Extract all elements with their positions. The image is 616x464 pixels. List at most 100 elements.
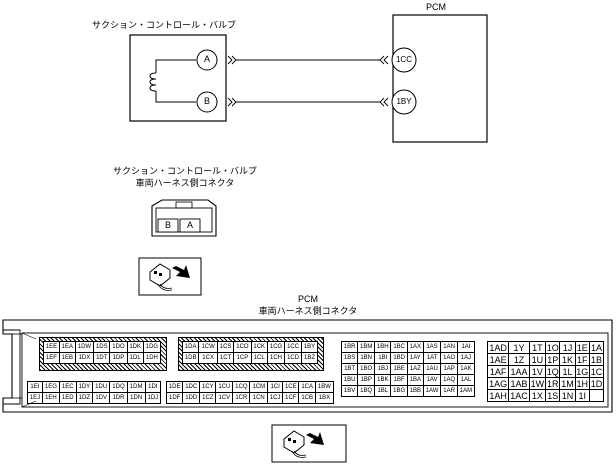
pin-cell: 1CE: [282, 381, 300, 393]
pin-cell: 1CD: [284, 352, 302, 364]
pin-cell: 1DP: [109, 352, 128, 364]
pin-cell: 1EJ: [27, 392, 43, 404]
pin-cell: 1AL: [456, 374, 476, 386]
pin-cell: 1CM: [249, 381, 269, 393]
pin-cell: 1AB: [508, 377, 530, 390]
pin-cell: 1CR: [232, 392, 251, 404]
pin-cell: 1BT: [340, 363, 359, 375]
pin-cell: 1H: [574, 377, 590, 390]
pin-cell: 1BF: [390, 374, 408, 386]
pin-cell: 1BK: [374, 374, 392, 386]
pin-cell: 1DL: [126, 352, 144, 364]
pin-cell: 1BN: [357, 352, 376, 364]
pin-cell: 1L: [559, 365, 576, 378]
pin-cell: 1DG: [142, 341, 162, 353]
pin-cell: 1CS: [216, 341, 235, 353]
valve-pin-b-label: B: [164, 220, 171, 230]
pin-cell: 1CW: [198, 341, 218, 353]
valve-pin-a-box: [179, 218, 201, 233]
pin-cell: 1DD: [182, 392, 201, 404]
pin-cell: 1AP: [440, 363, 458, 375]
pin-cell: 1DX: [74, 352, 95, 364]
pin-cell: 1G: [574, 365, 590, 378]
valve-pin-b-box: [157, 218, 179, 233]
pin-cell: 1X: [528, 389, 546, 402]
pin-cell: 1DR: [109, 392, 128, 404]
pin-cell: 1P: [544, 353, 561, 366]
pin-cell: 1AS: [422, 341, 442, 353]
pin-cell: 1BD: [390, 352, 408, 364]
pin-cell: 1CJ: [267, 392, 284, 404]
pin-cell: 1DF: [165, 392, 184, 404]
pin-1by-circle: [391, 89, 417, 115]
pin-cell: 1EC: [58, 381, 77, 393]
pin-cell: 1AE: [486, 353, 510, 366]
coil-wire-b: [155, 91, 196, 103]
pin-cell: 1CG: [266, 341, 286, 353]
pin-cell: 1BW: [314, 381, 335, 393]
pin-cell: 1AR: [440, 385, 458, 397]
pin-cell: 1DT: [93, 352, 111, 364]
pin-cell: 1W: [528, 377, 546, 390]
pin-cell: 1S: [544, 389, 561, 402]
valve-connector-title: サクション・コントロール・バルブ: [112, 166, 257, 176]
pin-cell: 1BO: [357, 363, 376, 375]
pin-1cc-circle: [391, 47, 417, 73]
pin-cell: 1D: [589, 377, 604, 390]
pin-cell: 1N: [559, 389, 576, 402]
pin-cell: 1CQ: [232, 381, 251, 393]
pin-cell: 1CN: [249, 392, 269, 404]
pin-cell: 1V: [528, 365, 546, 378]
pin-cell: 1BY: [300, 341, 319, 353]
pin-cell: 1CT: [216, 352, 235, 364]
pin-cell: 1BG: [390, 385, 408, 397]
pin-cell: 1DJ: [144, 392, 162, 404]
pcm-connector-inner: [21, 332, 609, 408]
pin-cell: 1EE: [43, 341, 60, 353]
pin-cell: 1CB: [298, 392, 316, 404]
pin-cell: 1CZ: [199, 392, 217, 404]
pin-cell: 1R: [544, 377, 561, 390]
pin-cell: 1CL: [250, 352, 268, 364]
pin-cell: [589, 389, 604, 402]
pin-cell: 1DA: [181, 341, 200, 353]
pin-cell: 1AZ: [406, 363, 424, 375]
pcm-pin-1by-label: 1BY: [396, 97, 412, 106]
connector-mark-1by: [379, 97, 389, 107]
pin-cell: 1BE: [390, 363, 408, 375]
pin-cell: 1O: [544, 341, 561, 354]
pcm-connector-subtitle: 車両ハーネス側コネクタ: [258, 306, 358, 316]
pin-a-circle: [196, 49, 218, 71]
pin-cell: 1AN: [440, 341, 458, 353]
pin-cell: 1CC: [284, 341, 302, 353]
pin-cell: 1BR: [340, 341, 359, 353]
pin-a-label: A: [203, 54, 210, 64]
pin-cell: 1Q: [544, 365, 561, 378]
pin-cell: 1CY: [199, 381, 217, 393]
pin-cell: 1C: [589, 365, 604, 378]
pin-cell: 1AY: [406, 352, 424, 364]
pin-cell: 1BS: [340, 352, 359, 364]
pin-cell: 1BB: [406, 385, 424, 397]
pin-cell: 1EG: [41, 381, 60, 393]
pin-cell: 1E: [574, 341, 590, 354]
pcm-connector-title: PCM: [298, 294, 318, 304]
pin-cell: 1DI: [144, 381, 162, 393]
pin-cell: 1AT: [422, 352, 442, 364]
pin-cell: 1DB: [181, 352, 200, 364]
pin-cell: 1AU: [422, 363, 442, 375]
connector-view-icon: [149, 263, 190, 291]
pin-cell: 1B: [589, 353, 604, 366]
pin-cell: 1CF: [282, 392, 300, 404]
pin-cell: 1EH: [41, 392, 60, 404]
pin-cell: 1BM: [357, 341, 376, 353]
